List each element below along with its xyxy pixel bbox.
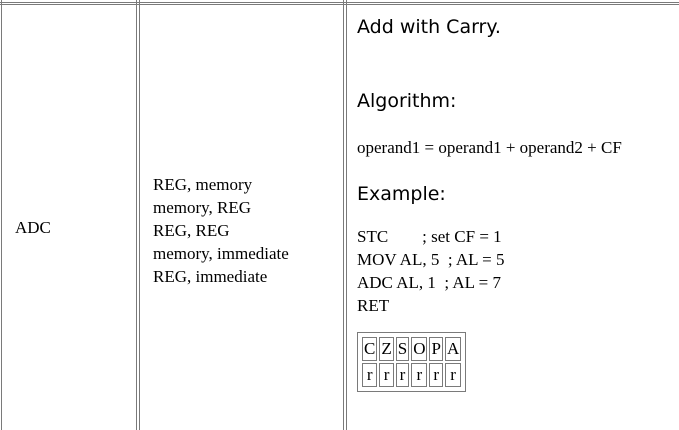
flag-name: S	[395, 337, 410, 361]
flag-values-row: r r r r r r	[362, 363, 462, 387]
operand-form: REG, memory	[153, 175, 253, 194]
column-divider	[343, 0, 344, 430]
flag-name: Z	[379, 337, 394, 361]
operand-form: memory, REG	[153, 198, 252, 217]
table-left-border	[1, 0, 2, 430]
flag-name: A	[444, 337, 462, 361]
code-line: STC ; set CF = 1	[357, 227, 502, 246]
flag-value: r	[395, 363, 410, 387]
flag-names-row: C Z S O P A	[362, 337, 462, 361]
table-top-border	[0, 2, 679, 3]
description-title: Add with Carry.	[357, 16, 501, 38]
flag-name: C	[362, 337, 378, 361]
flag-value: r	[444, 363, 462, 387]
flag-value: r	[362, 363, 378, 387]
operands-cell: REG, memory memory, REG REG, REG memory,…	[153, 173, 289, 288]
column-divider	[136, 0, 137, 430]
operand-form: REG, immediate	[153, 267, 268, 286]
algorithm-heading: Algorithm:	[357, 90, 457, 112]
example-heading: Example:	[357, 183, 446, 205]
example-code: STC ; set CF = 1 MOV AL, 5 ; AL = 5 ADC AL…	[357, 225, 505, 317]
flag-value: r	[429, 363, 443, 387]
flag-value: r	[411, 363, 428, 387]
flags-table: C Z S O P A r r r r r r	[357, 332, 467, 392]
code-line: ADC AL, 1 ; AL = 7	[357, 273, 502, 292]
flag-name: O	[411, 337, 428, 361]
algorithm-formula: operand1 = operand1 + operand2 + CF	[357, 138, 622, 157]
code-line: RET	[357, 296, 390, 315]
column-divider	[346, 0, 347, 430]
mnemonic-cell: ADC	[15, 218, 51, 237]
flag-value: r	[379, 363, 394, 387]
operand-form: memory, immediate	[153, 244, 289, 263]
code-line: MOV AL, 5 ; AL = 5	[357, 250, 505, 269]
operand-form: REG, REG	[153, 221, 230, 240]
table-top-border-inner	[0, 4, 679, 5]
flag-name: P	[429, 337, 443, 361]
column-divider	[139, 0, 140, 430]
